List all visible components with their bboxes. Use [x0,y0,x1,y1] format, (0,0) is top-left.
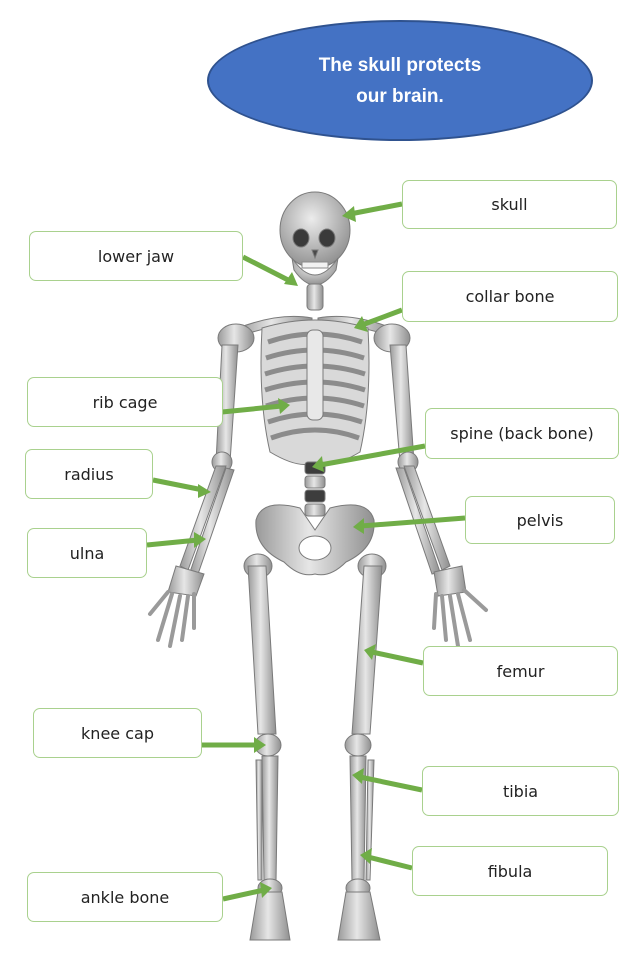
label-rib-cage: rib cage [27,377,223,427]
label-femur: femur [423,646,618,696]
label-tibia: tibia [422,766,619,816]
label-collar-bone: collar bone [402,271,618,322]
label-fibula: fibula [412,846,608,896]
label-ankle-bone: ankle bone [27,872,223,922]
label-lower-jaw: lower jaw [29,231,243,281]
skull-fact-callout: The skull protects our brain. [207,20,593,141]
label-spine: spine (back bone) [425,408,619,459]
label-skull: skull [402,180,617,229]
label-radius: radius [25,449,153,499]
label-ulna: ulna [27,528,147,578]
callout-text: The skull protects our brain. [319,50,482,112]
label-knee-cap: knee cap [33,708,202,758]
label-pelvis: pelvis [465,496,615,544]
